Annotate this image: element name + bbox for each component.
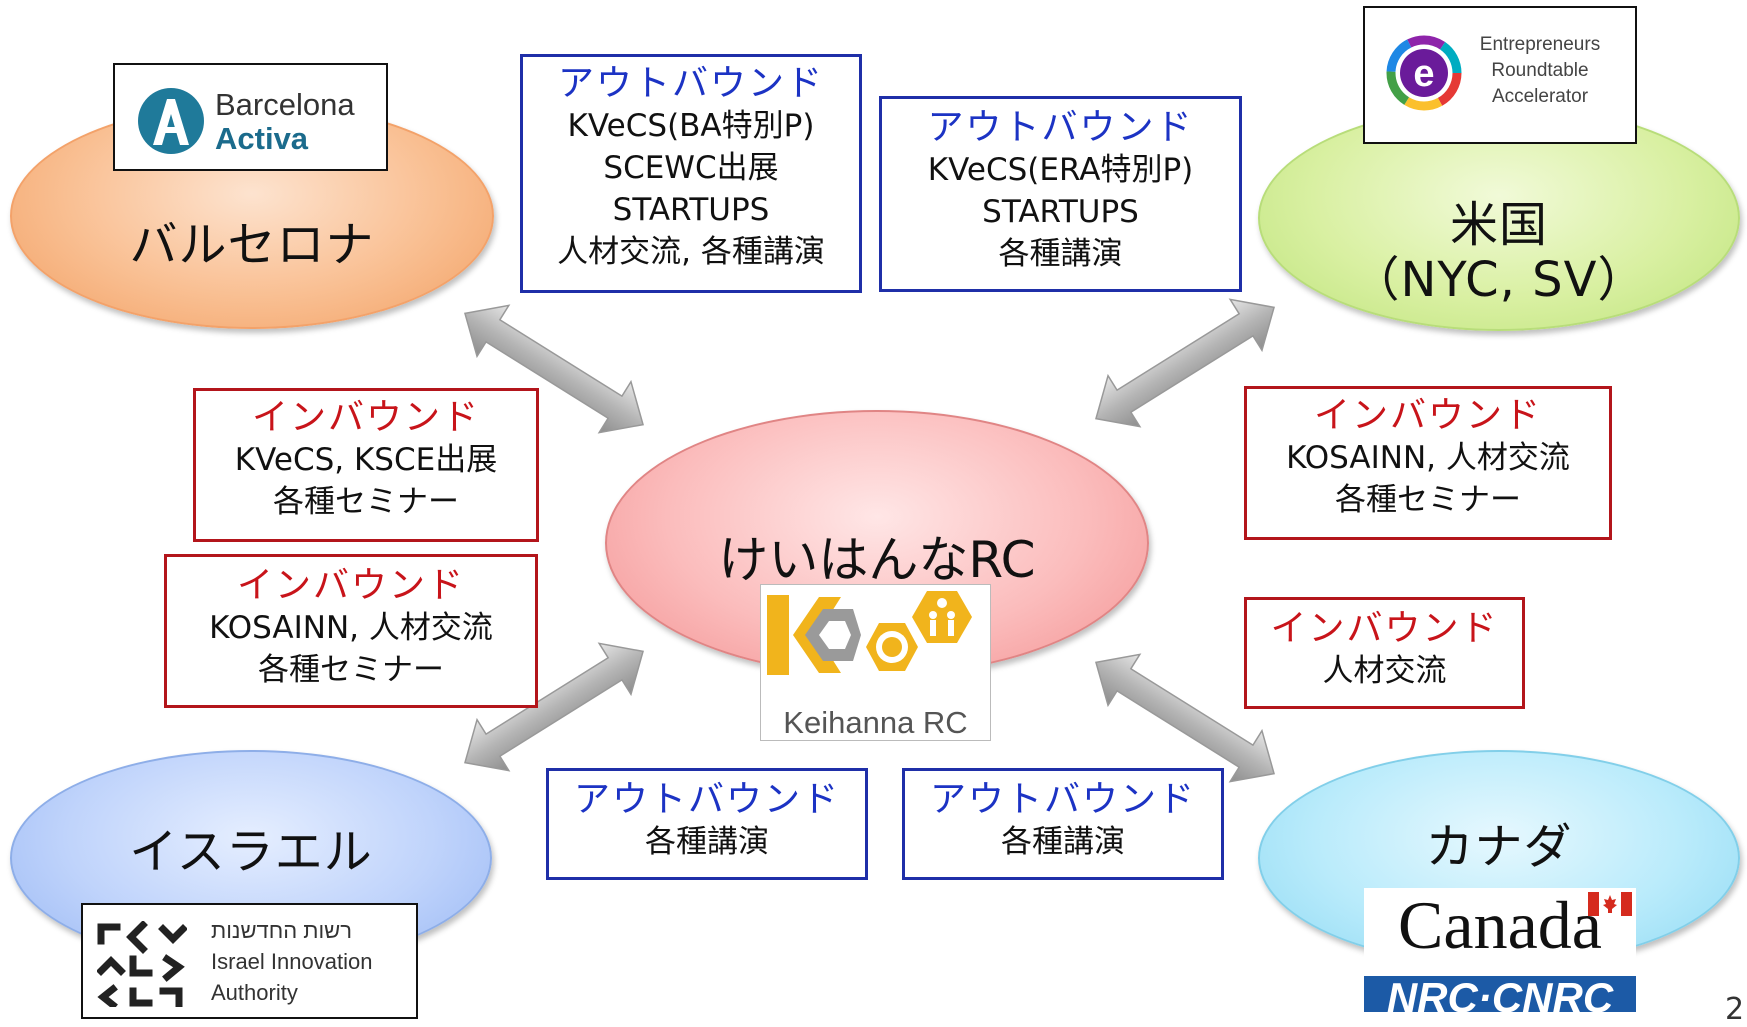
israel-innovation-authority-logo: רשות החדשנות Israel Innovation Authority	[81, 903, 418, 1019]
keihanna-rc-logo: Keihanna RC	[760, 584, 991, 741]
region-barcelona-label: バルセロナ	[129, 217, 375, 274]
era-text-line1: Entrepreneurs	[1479, 34, 1601, 55]
box-line: 各種講演	[645, 824, 769, 860]
box-line: 各種講演	[998, 236, 1123, 272]
outbound-heading: アウトバウンド	[557, 63, 824, 104]
arrow-barcelona-center	[464, 304, 644, 434]
era-text: Entrepreneurs Roundtable Accelerator	[1465, 32, 1615, 110]
box-line: SCEWC出展	[603, 150, 779, 186]
inbound-heading: インバウンド	[236, 565, 465, 606]
barcelona-activa-emblem-icon	[138, 88, 204, 154]
region-usa-label-line2: （NYC, SV）	[1351, 252, 1647, 308]
box-canada-outbound: アウトバウンド 各種講演	[902, 768, 1224, 880]
israel-innovation-line3: Authority	[211, 980, 298, 1005]
box-line: KOSAINN, 人材交流	[1286, 440, 1570, 476]
era-logo: e Entrepreneurs Roundtable Accelerator	[1363, 6, 1637, 144]
israel-innovation-line2: Israel Innovation	[211, 949, 373, 974]
page-number: 2	[1725, 992, 1745, 1027]
box-line: KVeCS(BA特別P)	[567, 108, 815, 144]
keihanna-rc-caption: Keihanna RC	[783, 705, 968, 740]
arrow-usa-center	[1095, 298, 1275, 428]
box-line: KVeCS(ERA特別P)	[927, 152, 1194, 188]
era-text-line2: Roundtable	[1491, 60, 1589, 81]
box-canada-inbound: インバウンド 人材交流	[1244, 597, 1525, 709]
box-line: 人材交流	[1322, 653, 1447, 689]
box-line: 人材交流, 各種講演	[557, 234, 825, 270]
outbound-heading: アウトバウンド	[929, 779, 1196, 820]
box-line: STARTUPS	[982, 194, 1139, 230]
region-israel-label: イスラエル	[129, 824, 373, 881]
box-line: 各種セミナー	[258, 652, 444, 688]
canada-flag-icon	[1588, 892, 1632, 916]
region-canada-label: カナダ	[1425, 819, 1573, 876]
israel-innovation-hebrew: רשות החדשנות	[211, 918, 352, 943]
inbound-heading: インバウンド	[1270, 608, 1499, 649]
box-line: KVeCS, KSCE出展	[234, 442, 498, 478]
box-line: 各種セミナー	[1335, 482, 1521, 518]
barcelona-activa-logo: Barcelona Activa	[113, 63, 388, 171]
box-barcelona-outbound: アウトバウンド KVeCS(BA特別P) SCEWC出展 STARTUPS 人材…	[520, 54, 862, 293]
box-usa-outbound: アウトバウンド KVeCS(ERA特別P) STARTUPS 各種講演	[879, 96, 1242, 292]
canada-wordmark: Canada	[1398, 888, 1602, 963]
center-title: けいはんなRC	[718, 531, 1036, 589]
box-line: 各種講演	[1001, 824, 1125, 860]
box-line: KOSAINN, 人材交流	[209, 610, 493, 646]
era-text-line3: Accelerator	[1491, 86, 1589, 107]
barcelona-activa-text2: Activa	[215, 121, 309, 156]
israel-innovation-text: רשות החדשנות Israel Innovation Authority	[211, 915, 372, 1008]
box-usa-inbound: インバウンド KOSAINN, 人材交流 各種セミナー	[1244, 386, 1612, 540]
box-israel-outbound: アウトバウンド 各種講演	[546, 768, 868, 880]
arrow-canada-center	[1095, 653, 1275, 783]
region-usa-label-line1: 米国	[1449, 196, 1548, 253]
outbound-heading: アウトバウンド	[927, 107, 1194, 148]
inbound-heading: インバウンド	[251, 397, 480, 438]
inbound-heading: インバウンド	[1313, 395, 1542, 436]
keihanna-rc-emblem-icon	[767, 591, 972, 675]
box-line: STARTUPS	[612, 192, 770, 228]
era-emblem-icon: e	[1386, 35, 1462, 111]
box-line: 各種セミナー	[273, 484, 459, 520]
nrc-cnrc-band: NRC·CNRC	[1364, 976, 1636, 1020]
arrow-israel-center	[464, 642, 644, 772]
canada-nrc-logo: Canada NRC·CNRC	[1364, 888, 1636, 1021]
box-israel-inbound: インバウンド KOSAINN, 人材交流 各種セミナー	[164, 554, 538, 708]
barcelona-activa-text1: Barcelona	[215, 87, 355, 122]
svg-text:e: e	[1413, 53, 1434, 95]
outbound-heading: アウトバウンド	[573, 779, 840, 820]
box-barcelona-inbound: インバウンド KVeCS, KSCE出展 各種セミナー	[193, 388, 539, 542]
israel-innovation-emblem-icon	[97, 921, 187, 1007]
